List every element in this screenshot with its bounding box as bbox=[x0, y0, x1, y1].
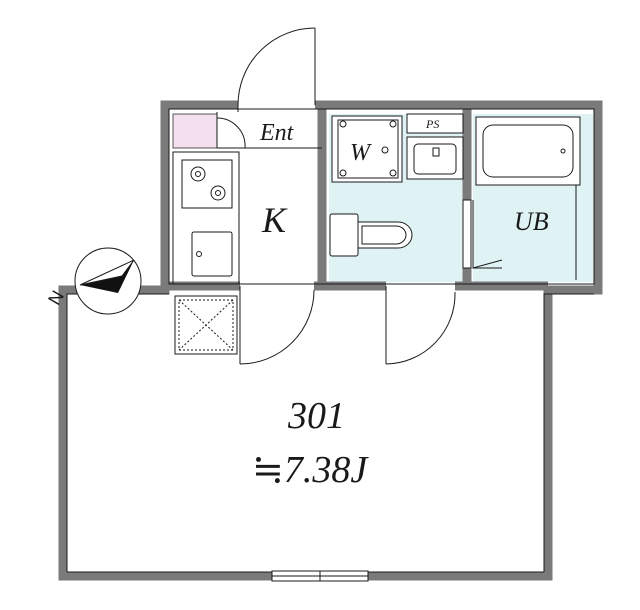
pipe-space bbox=[406, 113, 464, 134]
unit-bath-label: UB bbox=[514, 207, 549, 236]
vanity-basin bbox=[406, 136, 464, 180]
closet bbox=[174, 295, 238, 355]
washroom-door bbox=[385, 286, 456, 365]
washer-corner-icons bbox=[339, 120, 397, 177]
washer-label: W bbox=[350, 140, 372, 166]
kitchen-counter bbox=[172, 151, 240, 285]
room-size: ≒7.38J bbox=[252, 449, 369, 491]
toilet-icon bbox=[329, 213, 413, 257]
compass-icon bbox=[74, 247, 142, 315]
stove-icon bbox=[190, 166, 226, 201]
kitchen-label: K bbox=[261, 200, 288, 240]
sink-drain-icon bbox=[196, 251, 202, 257]
room-number: 301 bbox=[287, 395, 345, 437]
balcony-window bbox=[271, 570, 369, 582]
entrance-label: Ent bbox=[259, 120, 295, 146]
washer-drain-icon bbox=[381, 146, 389, 154]
entrance-tile bbox=[172, 113, 218, 149]
entrance-door bbox=[237, 27, 316, 112]
pipe-space-label: PS bbox=[425, 117, 439, 131]
bathtub-icon bbox=[475, 116, 581, 186]
kitchen-door bbox=[239, 286, 315, 365]
